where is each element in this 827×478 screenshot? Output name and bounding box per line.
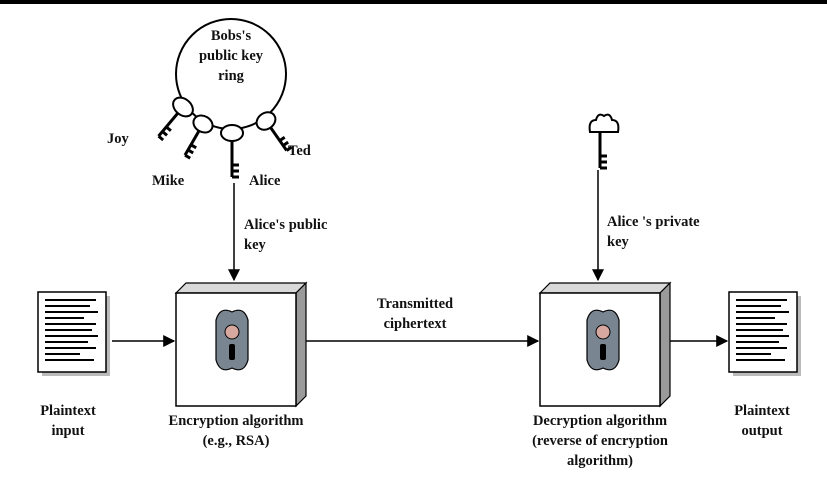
decryption-label-line: algorithm): [566, 453, 634, 469]
encryption-label-line: (e.g., RSA): [202, 433, 270, 449]
plaintext-input-label-line: Plaintext: [40, 403, 96, 419]
transmitted-label-line: Transmitted: [376, 296, 454, 312]
encryption-box: [174, 281, 308, 408]
private-key-label-line: Alice 's private: [607, 214, 700, 230]
transmitted-label-line: ciphertext: [383, 316, 447, 332]
private-key-icon: [588, 113, 620, 170]
decryption-label-line: (reverse of encryption: [532, 433, 668, 449]
lock-icon: [586, 309, 620, 371]
plaintext-input-label: Plaintext input: [20, 401, 116, 441]
plaintext-output-document-icon: [728, 291, 801, 376]
keyholder-ted-label: Ted: [288, 143, 311, 159]
key-icon: [157, 96, 194, 142]
key-icon: [220, 124, 244, 179]
decryption-algorithm-label: Decryption algorithm (reverse of encrypt…: [505, 411, 695, 471]
private-key-label: Alice 's private key: [607, 212, 700, 252]
encryption-algorithm-label: Encryption algorithm (e.g., RSA): [146, 411, 326, 451]
decryption-label-line: Decryption algorithm: [532, 413, 668, 429]
lock-icon: [215, 309, 249, 371]
key-ring-label-line: Bobs's: [210, 28, 252, 44]
keyholder-mike-label: Mike: [152, 173, 185, 189]
plaintext-output-label-line: Plaintext: [734, 403, 790, 419]
plaintext-input-document-icon: [37, 291, 110, 376]
encryption-label-line: Encryption algorithm: [168, 413, 304, 429]
key-icon: [255, 111, 293, 152]
plaintext-input-label-line: input: [51, 423, 85, 439]
plaintext-output-label: Plaintext output: [714, 401, 810, 441]
decryption-box: [538, 281, 672, 408]
top-border: [0, 0, 827, 4]
key-ring-label: Bobs's public key ring: [186, 26, 276, 86]
key-icon: [183, 114, 214, 160]
public-key-label-line: Alice's public: [244, 217, 328, 233]
plaintext-output-label-line: output: [741, 423, 783, 439]
transmitted-ciphertext-label: Transmitted ciphertext: [355, 294, 475, 334]
private-key-label-line: key: [607, 234, 629, 250]
keyholder-alice-label: Alice: [249, 173, 281, 189]
public-key-label-line: key: [244, 237, 266, 253]
keyholder-joy-label: Joy: [107, 131, 129, 147]
key-ring-label-line: public key: [198, 48, 264, 64]
public-key-label: Alice's public key: [244, 215, 327, 255]
key-ring-label-line: ring: [218, 68, 244, 84]
